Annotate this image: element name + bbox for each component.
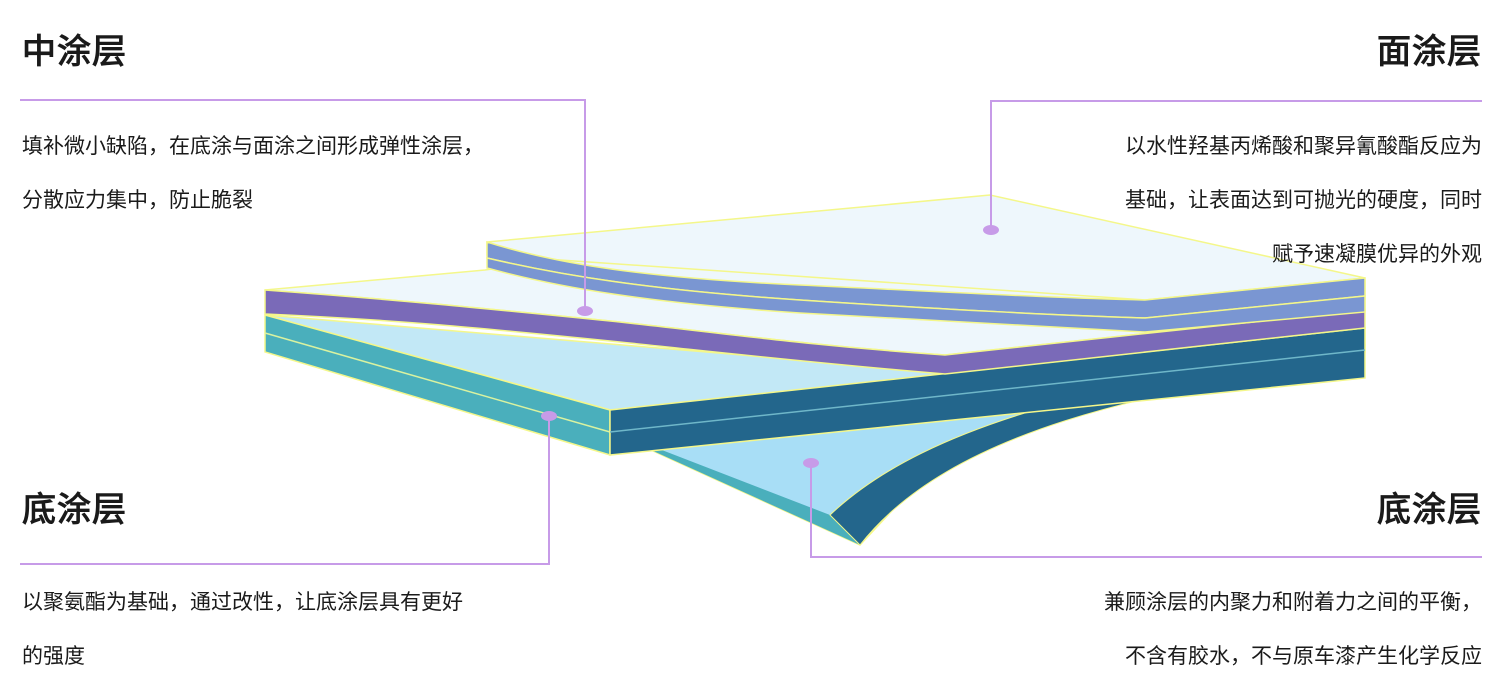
callout-line-middle xyxy=(20,99,586,311)
callout-dot-base-left xyxy=(541,411,557,421)
callout-line-base-right xyxy=(810,463,1482,558)
callout-dots xyxy=(541,225,999,468)
top-coat-description: 以水性羟基丙烯酸和聚异氰酸酯反应为 基础，让表面达到可抛光的硬度，同时 赋予速凝… xyxy=(1125,133,1482,295)
callout-line-base-left xyxy=(20,416,550,565)
base-coat-right-title: 底涂层 xyxy=(1377,490,1482,530)
callouts xyxy=(20,99,1482,565)
middle-coat-description: 填补微小缺陷，在底涂与面涂之间形成弹性涂层， 分散应力集中，防止脆裂 xyxy=(22,133,484,241)
base-coat-right-description: 兼顾涂层的内聚力和附着力之间的平衡， 不含有胶水，不与原车漆产生化学反应 xyxy=(1104,589,1482,697)
base-coat-right-line-2: 不含有胶水，不与原车漆产生化学反应 xyxy=(1125,644,1482,668)
base-coat-left-title: 底涂层 xyxy=(22,490,127,530)
base-right-seam xyxy=(609,349,1366,433)
callout-dot-top xyxy=(983,225,999,235)
callout-dot-middle xyxy=(577,306,593,316)
top-coat-line-2: 基础，让表面达到可抛光的硬度，同时 xyxy=(1125,188,1482,212)
base-coat-left-description: 以聚氨酯为基础，通过改性，让底涂层具有更好 的强度 xyxy=(22,589,463,697)
middle-coat-line-1: 填补微小缺陷，在底涂与面涂之间形成弹性涂层， xyxy=(22,134,484,158)
layer-diagram xyxy=(20,99,1482,565)
top-coat-title: 面涂层 xyxy=(1377,32,1482,72)
top-coat-line-3: 赋予速凝膜优异的外观 xyxy=(1272,242,1482,266)
top-layer xyxy=(486,194,1366,333)
base-coat-right-line-1: 兼顾涂层的内聚力和附着力之间的平衡， xyxy=(1104,590,1482,614)
middle-front-edge xyxy=(264,289,1366,375)
callout-line-top xyxy=(990,100,1482,230)
middle-coat-line-2: 分散应力集中，防止脆裂 xyxy=(22,188,253,212)
base-coat-left-line-2: 的强度 xyxy=(22,644,85,668)
callout-dot-base-right xyxy=(803,458,819,468)
top-front-edge-lower xyxy=(486,257,1366,333)
top-coat-line-1: 以水性羟基丙烯酸和聚异氰酸酯反应为 xyxy=(1125,134,1482,158)
base-coat-left-line-1: 以聚氨酯为基础，通过改性，让底涂层具有更好 xyxy=(22,590,463,614)
base-peel-underside-edge xyxy=(610,430,860,545)
middle-coat-title: 中涂层 xyxy=(22,32,127,72)
